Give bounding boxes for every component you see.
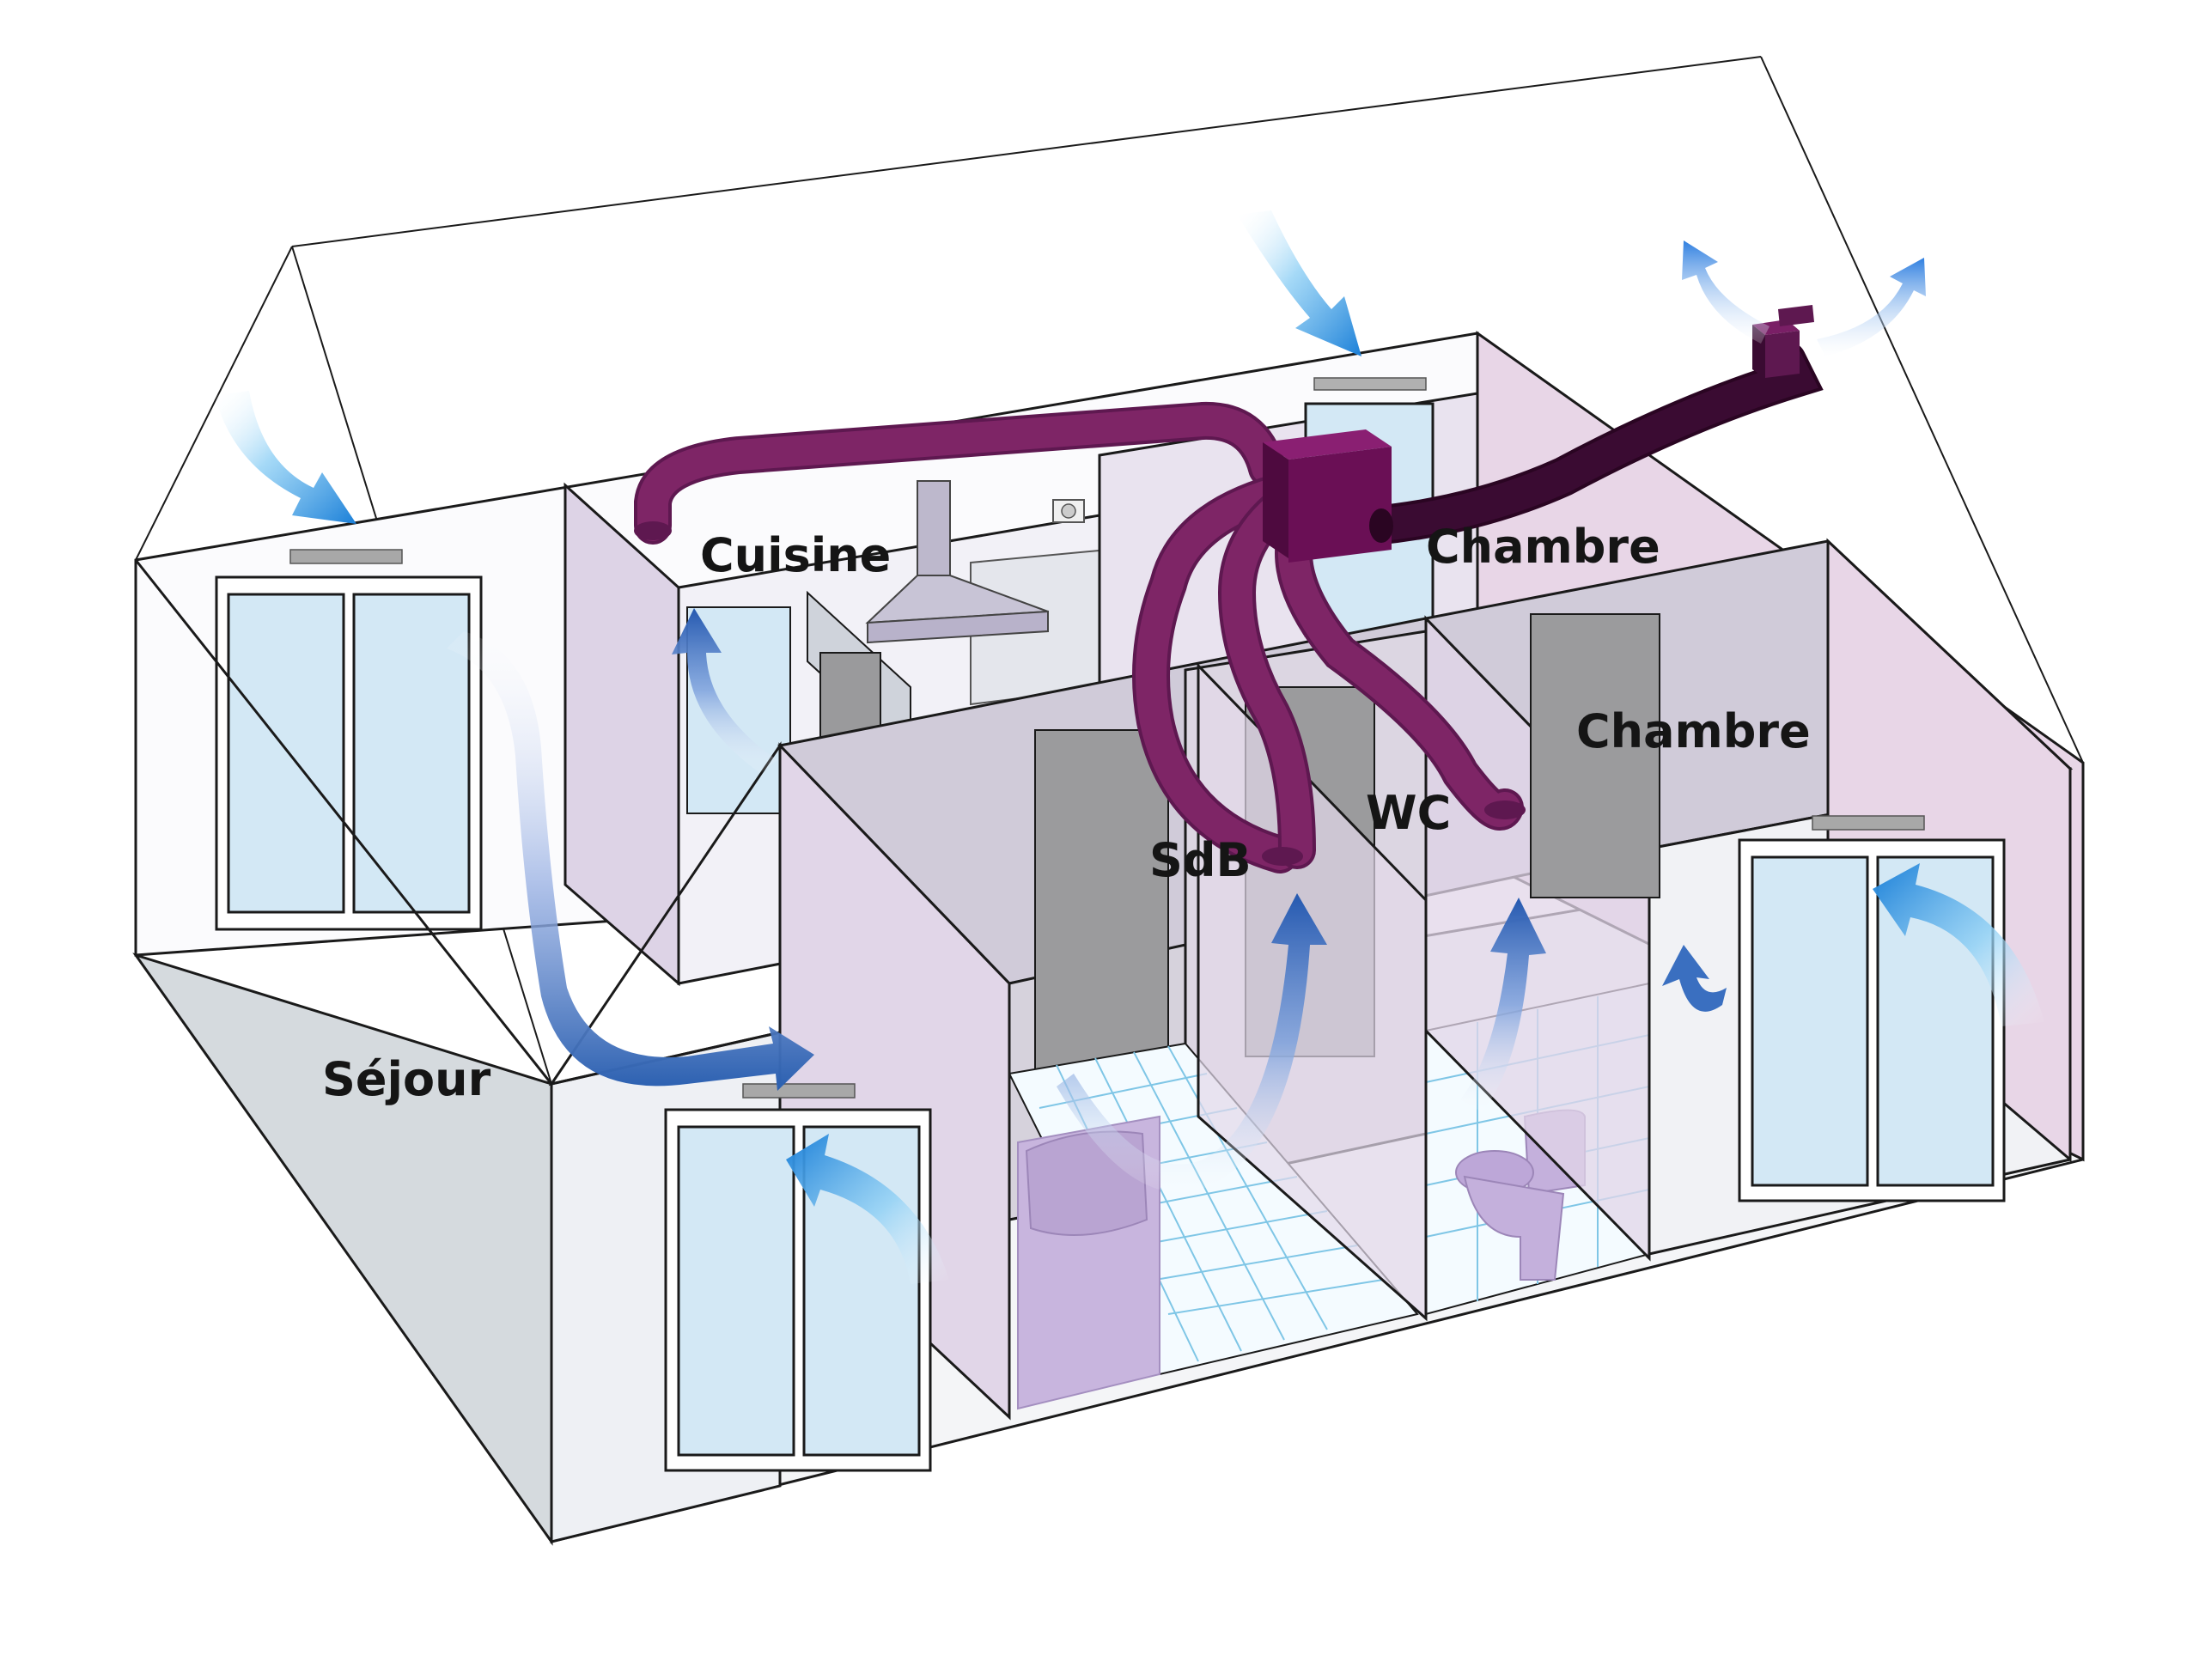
living-to-kitchen-transfer-arrow xyxy=(447,631,814,1091)
living-room-fresh-air-arrow xyxy=(215,391,356,524)
vmc-unit-icon xyxy=(1263,429,1393,563)
window-icon xyxy=(1738,838,2006,1202)
label-living-room: Séjour xyxy=(322,1052,491,1106)
house-outline-edges xyxy=(134,559,2085,1542)
kitchen-extract-vent-icon xyxy=(1052,499,1085,523)
bedroom-front-inlet-vent xyxy=(1812,815,1925,831)
living-room-front-fresh-air-arrow xyxy=(786,1134,949,1284)
label-bedroom-front: Chambre xyxy=(1576,704,1811,758)
label-wc: WC xyxy=(1366,786,1451,840)
living-room-inlet-vent xyxy=(289,549,403,564)
label-bathroom: SdB xyxy=(1149,833,1252,887)
kitchen-extract-arrow xyxy=(672,608,777,773)
range-hood-icon xyxy=(865,480,1049,644)
bedroom-front-door xyxy=(1530,613,1660,898)
bedroom-transfer-arrow xyxy=(1662,945,1727,1012)
roof-exhaust-left-arrow xyxy=(1682,240,1770,344)
bedroom-front-fresh-air-arrow xyxy=(1873,863,2044,1026)
duct-ends xyxy=(634,521,1526,866)
window-icon xyxy=(215,575,483,931)
roof-exhaust-right-arrow xyxy=(1817,258,1926,356)
wc-extract-arrow xyxy=(1460,898,1546,1112)
label-bedroom-back: Chambre xyxy=(1426,520,1660,574)
duct-network xyxy=(634,341,1824,873)
label-kitchen: Cuisine xyxy=(700,528,891,582)
bedroom-back-inlet-vent xyxy=(1313,377,1427,391)
living-room-floor xyxy=(132,953,553,1546)
fresh-air-arrows xyxy=(215,210,2044,1284)
bedroom-back-fresh-air-arrow xyxy=(1237,210,1361,356)
bathroom-door xyxy=(1034,729,1169,1074)
transfer-air-arrows xyxy=(447,608,1727,1193)
exhaust-air-arrows xyxy=(1682,240,1926,356)
living-room-front-inlet-vent xyxy=(742,1083,856,1099)
bathroom-extract-arrow xyxy=(1057,893,1327,1193)
